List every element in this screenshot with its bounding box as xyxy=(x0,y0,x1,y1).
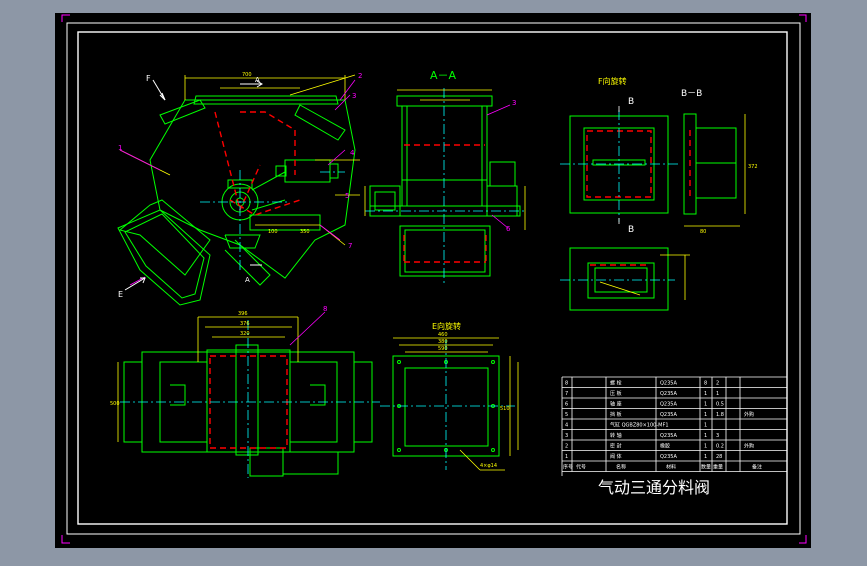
bom-qty: 1 xyxy=(704,454,707,460)
section-mark-b-bottom: B xyxy=(628,225,634,235)
bom-header-code: 代号 xyxy=(576,464,586,471)
sheet-inner-border xyxy=(77,31,788,525)
dim-590: 590 xyxy=(438,346,448,352)
view-label-f: F xyxy=(146,74,151,83)
bom-name: 转 轴 xyxy=(610,432,622,439)
bom-qty: 1 xyxy=(704,423,707,429)
bom-material: Q235A xyxy=(660,381,677,387)
dim-380: 380 xyxy=(438,339,448,345)
callout-8: 8 xyxy=(323,305,327,313)
bom-header-weight: 重量 xyxy=(713,464,723,471)
callout-3: 3 xyxy=(352,92,356,100)
bom-name: 阀 体 xyxy=(610,453,622,460)
bom-weight: 2 xyxy=(716,381,719,387)
drawing-title: 气动三通分料阀 xyxy=(598,478,710,497)
view-label-e: E xyxy=(118,290,123,299)
bom-note: 外购 xyxy=(744,411,754,418)
bom-qty: 1 xyxy=(704,412,707,418)
bom-name: 挡 板 xyxy=(610,411,622,418)
e-view-title: E向旋转 xyxy=(432,321,461,331)
section-mark-a-top: A xyxy=(255,76,260,84)
plan-view: 8 396 376 320 500 xyxy=(110,305,380,478)
callout-5: 5 xyxy=(345,192,349,200)
bom-seq: 5 xyxy=(565,412,568,418)
section-bb-title: B－B xyxy=(681,89,702,99)
bom-qty: 1 xyxy=(704,402,707,408)
bom-name: 轴 座 xyxy=(610,401,622,408)
dim-460: 460 xyxy=(438,332,448,338)
bom-seq: 6 xyxy=(565,402,568,408)
callout-1: 1 xyxy=(118,144,122,152)
bom-name: 密 封 xyxy=(610,443,622,450)
bom-weight: 28 xyxy=(716,454,722,460)
section-mark-b-top: B xyxy=(628,97,634,107)
bom-name: 螺 栓 xyxy=(610,380,622,387)
section-aa-view: A－A xyxy=(364,69,526,285)
section-bb-view: B－B 372 80 xyxy=(681,89,758,235)
dim-320: 320 xyxy=(240,331,250,337)
bom-qty: 1 xyxy=(704,433,707,439)
dim-100: 100 xyxy=(268,229,278,235)
bom-material: Q235A xyxy=(660,454,677,460)
bom-weight: 1 xyxy=(716,391,719,397)
dim-500: 500 xyxy=(110,401,120,407)
title-block: 8 螺 栓 Q235A 8 2 7 压 板 Q235A 1 1 6 轴 座 Q235A 1 0.5 5 挡 板 Q… xyxy=(561,376,788,497)
bom-weight: 0.5 xyxy=(716,402,724,408)
bom-material: Q235A xyxy=(660,433,677,439)
callout-6: 6 xyxy=(506,225,511,233)
bom-seq: 2 xyxy=(565,444,568,450)
bom-qty: 1 xyxy=(704,391,707,397)
bom-material: Q235A xyxy=(660,391,677,397)
bom-seq: 1 xyxy=(565,454,568,460)
top-plan-view xyxy=(560,247,690,311)
bom-material: Q235A xyxy=(660,402,677,408)
bom-name: 气缸 QGBZ80×100-MF1 xyxy=(610,422,669,429)
bom-qty: 1 xyxy=(704,444,707,450)
bom-header-qty: 数量 xyxy=(701,464,711,471)
bom-header-note: 备注 xyxy=(752,464,762,471)
bom-weight: 3 xyxy=(716,433,719,439)
front-view: F E A A 700 100 350 2 3 4 5 7 1 xyxy=(117,72,362,306)
crop-marks xyxy=(61,14,807,544)
bom-header-seq: 序号 xyxy=(563,464,573,471)
callout-3b: 3 xyxy=(512,99,516,107)
dim-4-holes: 4×φ14 xyxy=(480,463,497,469)
bom-qty: 8 xyxy=(704,381,707,387)
bom-weight: 1.8 xyxy=(716,412,724,418)
dim-376: 376 xyxy=(240,321,250,327)
section-aa-title: A－A xyxy=(430,69,457,82)
bom-material: Q235A xyxy=(660,412,677,418)
bom-seq: 8 xyxy=(565,381,568,387)
bom-material: 橡胶 xyxy=(660,443,670,450)
f-rotated-view: F向旋转 B B xyxy=(560,76,678,235)
bom-name: 压 板 xyxy=(610,390,622,397)
bom-note: 外购 xyxy=(744,443,754,450)
section-mark-a-bottom: A xyxy=(245,276,250,284)
bom-seq: 3 xyxy=(565,433,568,439)
e-rotated-view: E向旋转 460 380 590 510 4×φ14 xyxy=(380,321,519,471)
dim-700: 700 xyxy=(242,72,252,78)
bom-header-material: 材料 xyxy=(666,464,676,471)
dim-372: 372 xyxy=(748,164,758,170)
bom-weight: 0.2 xyxy=(716,444,724,450)
sheet-outer-border xyxy=(66,22,801,535)
dim-396: 396 xyxy=(238,311,248,317)
bom-seq: 4 xyxy=(565,423,568,429)
callout-7: 7 xyxy=(348,242,352,250)
dim-80: 80 xyxy=(700,229,706,235)
f-view-title: F向旋转 xyxy=(598,76,627,86)
callout-4: 4 xyxy=(350,149,355,157)
bom-header-name: 名称 xyxy=(616,464,626,471)
dim-350: 350 xyxy=(300,229,310,235)
bom-seq: 7 xyxy=(565,391,568,397)
callout-2: 2 xyxy=(358,72,362,80)
dim-510: 510 xyxy=(500,406,510,412)
